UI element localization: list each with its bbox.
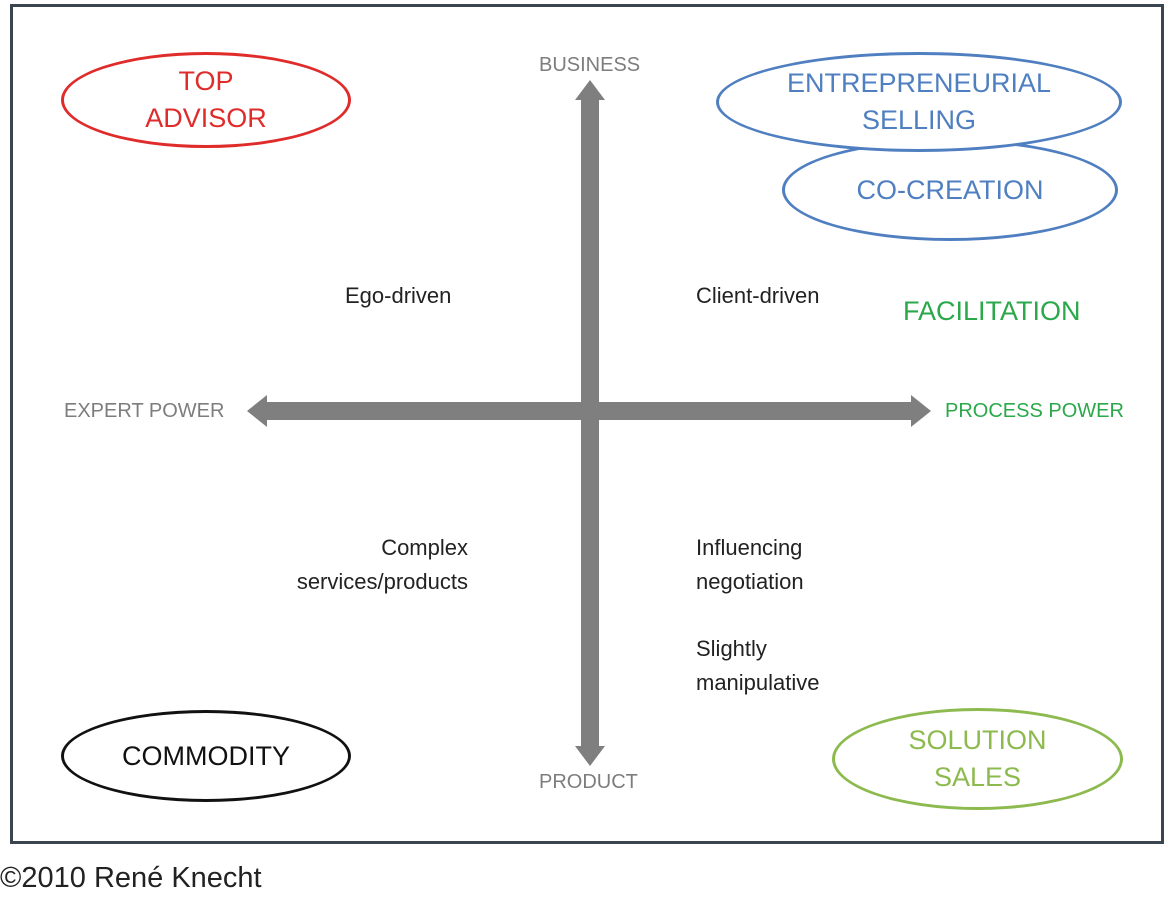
- label-complex-line1: Complex: [381, 535, 468, 560]
- vertical-axis-shaft: [581, 98, 599, 750]
- top-advisor-line2: ADVISOR: [145, 103, 267, 133]
- solution-line2: SALES: [933, 762, 1022, 792]
- arrow-head-down: [575, 746, 605, 766]
- diagram-frame: [10, 4, 1164, 844]
- entrepreneurial-line2: SELLING: [861, 105, 977, 135]
- label-facilitation: FACILITATION: [903, 296, 1081, 326]
- top-advisor-line1: TOP: [178, 66, 234, 96]
- commodity-text: COMMODITY: [122, 740, 290, 771]
- oval-commodity: COMMODITY: [61, 710, 351, 802]
- label-complex-line2: services/products: [296, 569, 468, 594]
- label-client-driven: Client-driven: [696, 283, 820, 308]
- label-slightly-line2: manipulative: [696, 670, 820, 695]
- label-influencing-line2: negotiation: [696, 569, 804, 594]
- axis-label-left: EXPERT POWER: [64, 400, 225, 422]
- horizontal-axis-shaft: [264, 402, 916, 420]
- axis-label-right: PROCESS POWER: [945, 400, 1124, 422]
- label-slightly-line1: Slightly: [696, 636, 767, 661]
- label-influencing-line1: Influencing: [696, 535, 803, 560]
- arrow-head-right: [911, 395, 931, 427]
- label-slightly-manipulative: Slightly manipulative: [696, 632, 820, 700]
- label-complex-services: Complex services/products: [250, 531, 468, 599]
- entrepreneurial-line1: ENTREPRENEURIAL: [786, 68, 1052, 98]
- oval-co-creation: CO-CREATION: [782, 139, 1118, 241]
- arrow-head-left: [247, 395, 267, 427]
- label-influencing-negotiation: Influencing negotiation: [696, 531, 804, 599]
- oval-top-advisor: TOP ADVISOR: [61, 52, 351, 148]
- axis-label-bottom: PRODUCT: [539, 771, 638, 793]
- oval-solution-sales: SOLUTION SALES: [832, 708, 1123, 810]
- arrow-head-up: [575, 80, 605, 100]
- axis-label-top: BUSINESS: [539, 54, 641, 76]
- label-ego-driven: Ego-driven: [345, 283, 452, 308]
- oval-entrepreneurial-selling: ENTREPRENEURIAL SELLING: [716, 52, 1122, 152]
- copyright-notice: ©2010 René Knecht: [0, 862, 262, 894]
- solution-line1: SOLUTION: [908, 725, 1047, 755]
- co-creation-text: CO-CREATION: [856, 174, 1044, 205]
